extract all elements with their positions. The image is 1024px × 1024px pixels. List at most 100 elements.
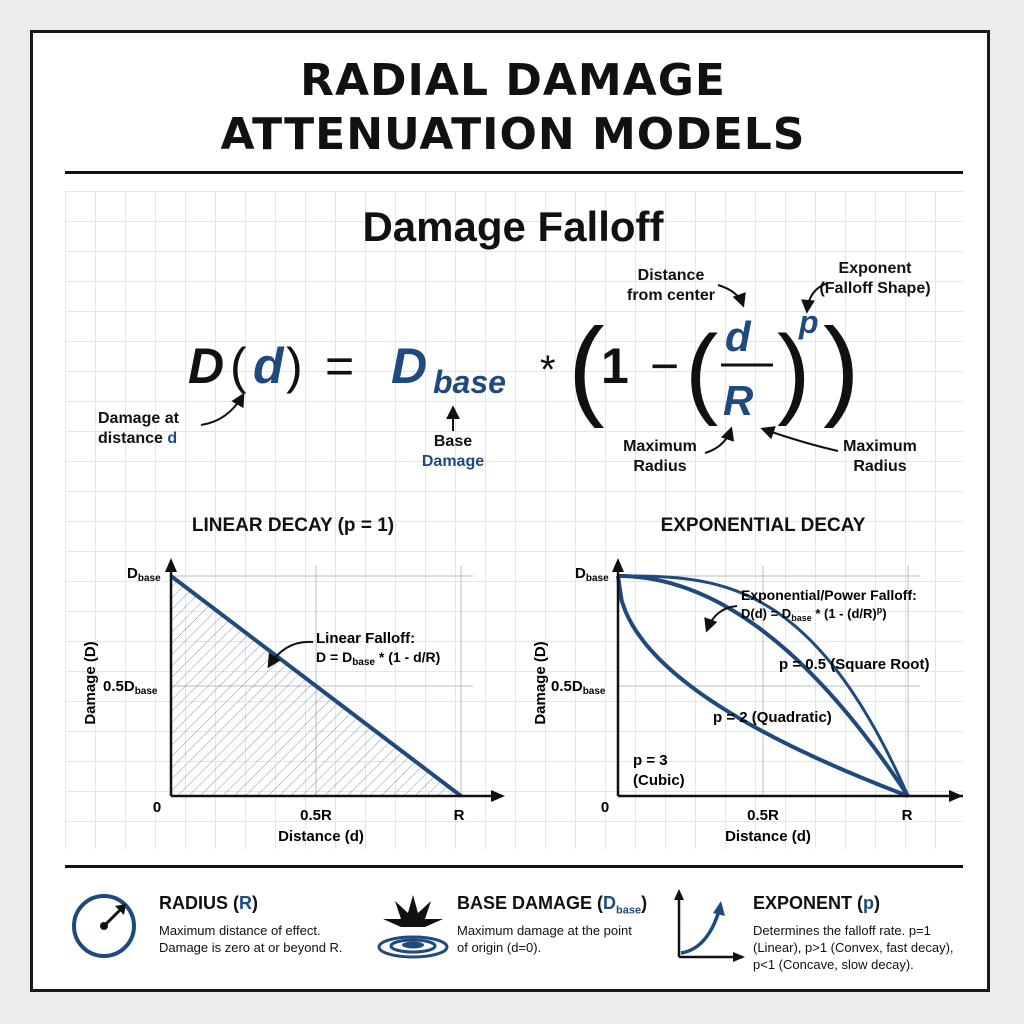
formula-big-paren-open: ( (568, 306, 605, 429)
infographic-card: RADIAL DAMAGE ATTENUATION MODELS Damage … (30, 30, 990, 992)
formula-exponent: p (798, 304, 819, 340)
exponential-y-tick-top-sub: base (586, 573, 609, 584)
exponential-series-quadratic-line (617, 574, 910, 798)
exponential-y-tick-half: 0.5D (551, 678, 583, 695)
exponential-y-axis-label: Damage (D) (532, 641, 549, 724)
linear-y-axis-label: Damage (D) (82, 641, 99, 724)
exponential-annotation-line2-prefix: D(d) = D (741, 606, 791, 621)
legend-radius-close: ) (252, 893, 258, 913)
linear-chart-x-axis-arrow (491, 790, 505, 802)
exponential-annotation-arrow (704, 605, 738, 633)
legend-base-damage-var-sub: base (616, 904, 642, 917)
annotation-maxr-left-line2: Radius (633, 458, 686, 475)
legend-radius-title-text: RADIUS ( (159, 893, 239, 913)
exponential-chart-title: EXPONENTIAL DECAY (660, 515, 866, 536)
svg-text:D = Dbase * (1 - d/R): D = Dbase * (1 - d/R) (316, 649, 440, 668)
annotation-damage-at-line2: distance (98, 430, 167, 447)
formula-paren-open: ( (230, 338, 247, 394)
annotation-exponent-line2: (Falloff Shape) (819, 280, 930, 297)
legend-radius-var: R (239, 893, 252, 913)
linear-x-tick-0: 0 (153, 799, 161, 816)
annotation-maxr-right-line1: Maximum (843, 438, 917, 455)
legend-exponent-title: EXPONENT (p) (753, 893, 880, 914)
svg-text:Dbase: Dbase (127, 565, 161, 584)
radius-gauge-icon (72, 894, 136, 958)
linear-y-tick-half: 0.5D (103, 678, 135, 695)
svg-text:0.5Dbase: 0.5Dbase (551, 678, 606, 697)
exponential-series-cubic-line (618, 574, 910, 797)
svg-text:distance d: distance d (98, 430, 177, 447)
exponential-annotation-line2-sup: p (877, 605, 883, 615)
title-line-1: RADIAL DAMAGE (300, 55, 726, 106)
formula-inner-paren-open: ( (685, 315, 718, 427)
formula-denominator: R (723, 377, 754, 424)
exponent-curve-icon (674, 889, 745, 962)
linear-chart: 0 0.5R R Dbase 0.5Dbase Distance (d) Dam… (82, 558, 505, 845)
linear-x-tick-half: 0.5R (300, 807, 332, 824)
linear-annotation-arrow (267, 640, 314, 669)
linear-chart-title: LINEAR DECAY (p = 1) (191, 515, 395, 536)
formula-heading: Damage Falloff (362, 203, 664, 250)
exponential-chart: 0 0.5R R Dbase 0.5Dbase Distance (d) Dam… (532, 558, 963, 845)
exponential-x-tick-0: 0 (601, 799, 609, 816)
legend-base-damage-title-text: BASE DAMAGE ( (457, 893, 604, 913)
formula-base-sub: base (433, 364, 506, 400)
exponential-series-cubic-label-2: (Cubic) (633, 772, 685, 789)
linear-annotation-line2-suffix: * (1 - d/R) (375, 649, 440, 665)
linear-x-axis-label: Distance (d) (278, 828, 364, 845)
exponential-series-sqrt-label: p = 0.5 (Square Root) (779, 656, 929, 673)
formula-paren-close: ) (286, 338, 303, 394)
legend-radius-title: RADIUS (R) (159, 893, 258, 914)
formula-svg: D ( d ) = D base * ( 1 − ( d R ) p ) Dis… (98, 260, 931, 475)
annotation-distance-arrow (717, 284, 746, 308)
exponential-y-tick-top: D (575, 565, 586, 582)
legend-exponent-desc-2: (Linear), p>1 (Convex, fast decay), (753, 940, 954, 955)
formula-lhs: D (188, 338, 224, 394)
explosion-icon (377, 895, 449, 959)
exponential-x-tick-half: 0.5R (747, 807, 779, 824)
formula-minus: − (650, 338, 679, 394)
exponential-y-tick-half-sub: base (583, 686, 606, 697)
linear-y-tick-top: D (127, 565, 138, 582)
formula-numerator: d (725, 313, 752, 360)
exponential-annotation-line2-end: ) (882, 606, 886, 621)
annotation-distance-line2: from center (627, 287, 715, 304)
exponential-annotation-line2-sub: base (791, 613, 812, 623)
annotation-damage-at-var: d (167, 430, 177, 447)
linear-x-tick-r: R (454, 807, 465, 824)
linear-annotation-line2-sub: base (352, 657, 375, 668)
annotation-maxr-left-arrow (704, 426, 735, 454)
legend-exponent-desc-3: p<1 (Concave, slow decay). (753, 957, 914, 972)
exponential-series-cubic-label: p = 3 (633, 752, 668, 769)
linear-y-tick-half-sub: base (135, 686, 158, 697)
formula-big-paren-close: ) (823, 306, 860, 429)
legend-exponent-desc: Determines the falloff rate. p=1(Linear)… (753, 922, 954, 973)
title-line-2: ATTENUATION MODELS (220, 109, 806, 160)
formula-equals: = (325, 338, 354, 394)
formula-base-d: D (391, 338, 427, 394)
legend-exponent-var: p (863, 893, 875, 913)
annotation-damage-at-line1: Damage at (98, 410, 180, 427)
exponential-x-axis-label: Distance (d) (725, 828, 811, 845)
annotation-maxr-left-line1: Maximum (623, 438, 697, 455)
linear-chart-line (169, 574, 463, 798)
exponential-series-quadratic-label: p = 2 (Quadratic) (713, 709, 832, 726)
bottom-divider (65, 865, 963, 868)
exponential-series-sqrt-line (616, 575, 909, 798)
exponential-x-tick-r: R (902, 807, 913, 824)
exponential-annotation-line2-suffix: * (1 - (d/R) (812, 606, 877, 621)
exponential-chart-x-axis-arrow (949, 790, 963, 802)
svg-text:0.5Dbase: 0.5Dbase (103, 678, 158, 697)
formula-inner-paren-close: ) (777, 315, 810, 427)
formula-one: 1 (601, 338, 629, 394)
top-divider (65, 171, 963, 174)
annotation-maxr-right-arrow (760, 426, 839, 452)
legend-base-damage-close: ) (641, 893, 648, 913)
linear-annotation-line2-prefix: D = D (316, 649, 352, 665)
annotation-base-line1: Base (434, 433, 472, 450)
annotation-exponent-arrow (801, 282, 829, 314)
exponential-chart-y-axis-arrow (612, 558, 624, 572)
annotation-distance-line1: Distance (638, 267, 705, 284)
linear-y-tick-top-sub: base (138, 573, 161, 584)
